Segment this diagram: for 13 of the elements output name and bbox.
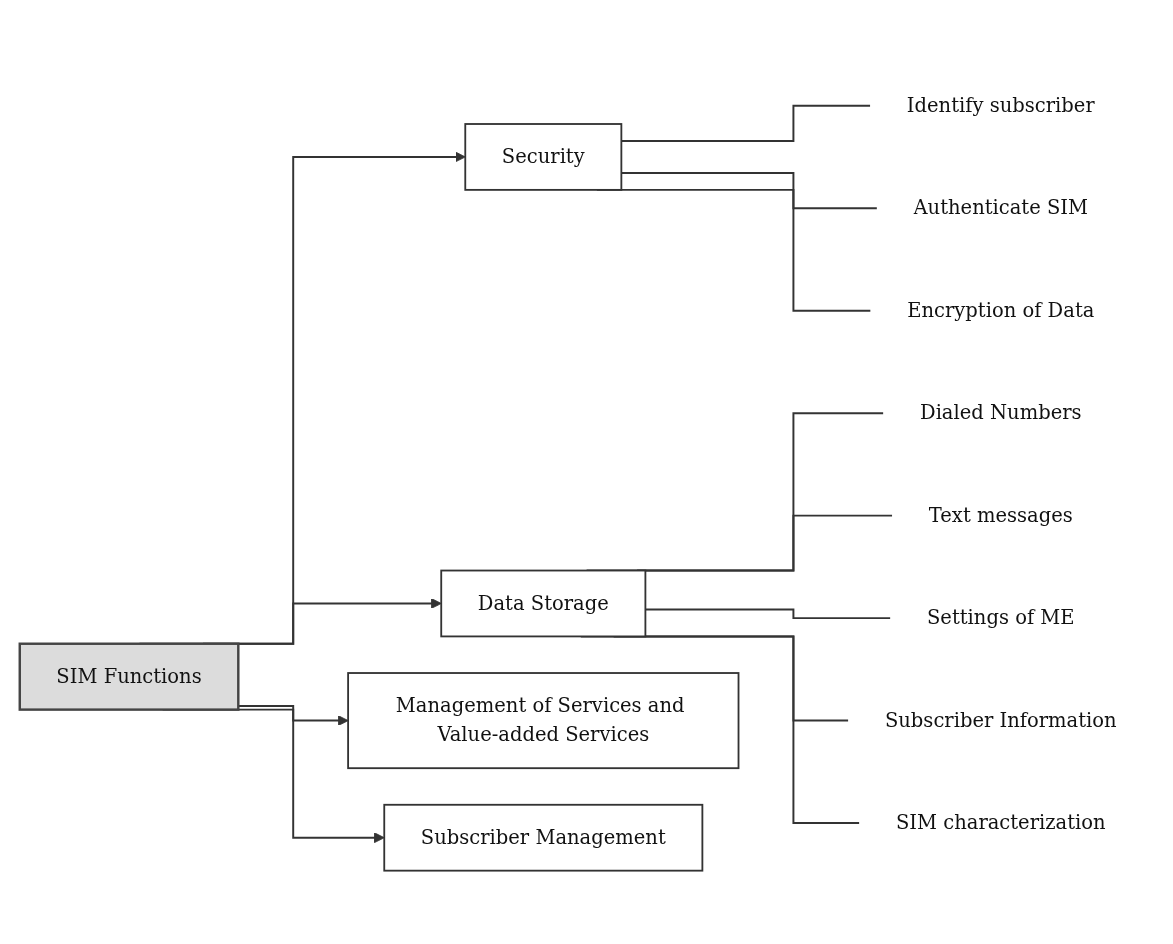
node-text: Settings of ME xyxy=(926,606,1075,630)
node-text: Identify subscriber xyxy=(906,93,1095,117)
node-box: Security xyxy=(464,123,623,192)
node-box: SIM Functions xyxy=(18,642,240,712)
node-text: Subscriber Information xyxy=(884,708,1117,732)
node-text: SIM characterization xyxy=(895,811,1106,835)
node-text: Authenticate SIM xyxy=(913,196,1089,220)
node-text: Dialed Numbers xyxy=(919,401,1082,425)
node-box: Management of Services and Value-added Services xyxy=(347,672,740,770)
node-box: Subscriber Management xyxy=(383,804,704,872)
node-text: Encryption of Data xyxy=(907,298,1095,322)
node-text: Text messages xyxy=(928,503,1073,527)
node-box: Data Storage xyxy=(440,569,647,638)
